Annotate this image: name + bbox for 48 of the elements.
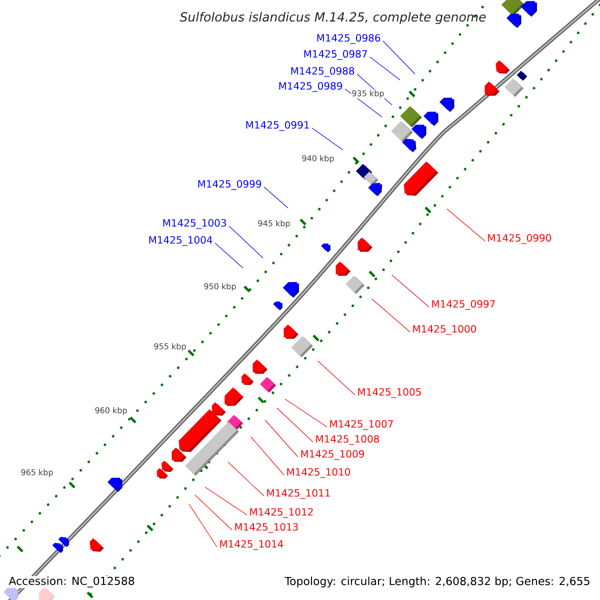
gene-label: M1425_1004	[149, 236, 212, 246]
gene-label: M1425_1000	[413, 325, 476, 335]
tick-label: 935 kbp	[351, 90, 385, 98]
tick-label: 940 kbp	[301, 154, 335, 164]
gene-label: M1425_1005	[358, 388, 421, 398]
title: Sulfolobus islandicus M.14.25, complete genome	[180, 12, 486, 24]
gene-label: M1425_1014	[220, 540, 284, 550]
gene-label: M1425_0988	[291, 67, 354, 77]
leader-line	[312, 128, 344, 150]
gene-label: M1425_1010	[287, 468, 350, 478]
gene-label: M1425_1013	[235, 523, 298, 533]
leader-line	[446, 208, 486, 242]
leader-line	[250, 436, 284, 476]
leader-line	[188, 504, 218, 548]
gene-label: M1425_0986	[317, 34, 380, 44]
leader-line	[228, 462, 264, 496]
tick-label: 945 kbp	[257, 220, 291, 228]
leader-line	[370, 56, 400, 80]
leader-line	[214, 242, 244, 268]
leader-line	[318, 360, 356, 396]
leader-line	[194, 494, 232, 530]
gene-label: M1425_0987	[304, 50, 367, 60]
tick-label: 960 kbp	[94, 406, 128, 416]
gene-label: M1425_1012	[250, 508, 313, 518]
leader-line	[264, 420, 298, 458]
accession-text: Accession: NC_012588	[8, 576, 136, 588]
gene-label: M1425_0997	[432, 300, 495, 310]
leader-line	[228, 226, 264, 258]
gene-label: M1425_0999	[198, 180, 262, 190]
leader-line	[372, 298, 410, 332]
tick-label: 965 kbp	[20, 468, 54, 478]
tick-label: 955 kbp	[153, 342, 187, 352]
leader-line	[392, 274, 430, 308]
leader-line	[276, 408, 314, 442]
leader-line	[284, 398, 328, 428]
genome-summary-text: Topology: circular; Length: 2,608,832 bp; Genes: 2,655	[284, 576, 591, 588]
tick-label: 950 kbp	[203, 282, 237, 292]
gene-label: M1425_1003	[163, 219, 226, 229]
leader-line	[264, 186, 288, 208]
gene-label: M1425_0991	[246, 121, 309, 131]
gene-label: M1425_1008	[316, 435, 380, 445]
gene-label: M1425_1009	[301, 450, 364, 460]
gene-label: M1425_0989	[279, 82, 342, 92]
gene-label: M1425_1007	[330, 420, 393, 430]
gene-label: M1425_0990	[488, 234, 552, 244]
leader-line	[204, 486, 248, 516]
gene-label: M1425_1011	[267, 489, 330, 499]
leader-line	[382, 40, 416, 74]
